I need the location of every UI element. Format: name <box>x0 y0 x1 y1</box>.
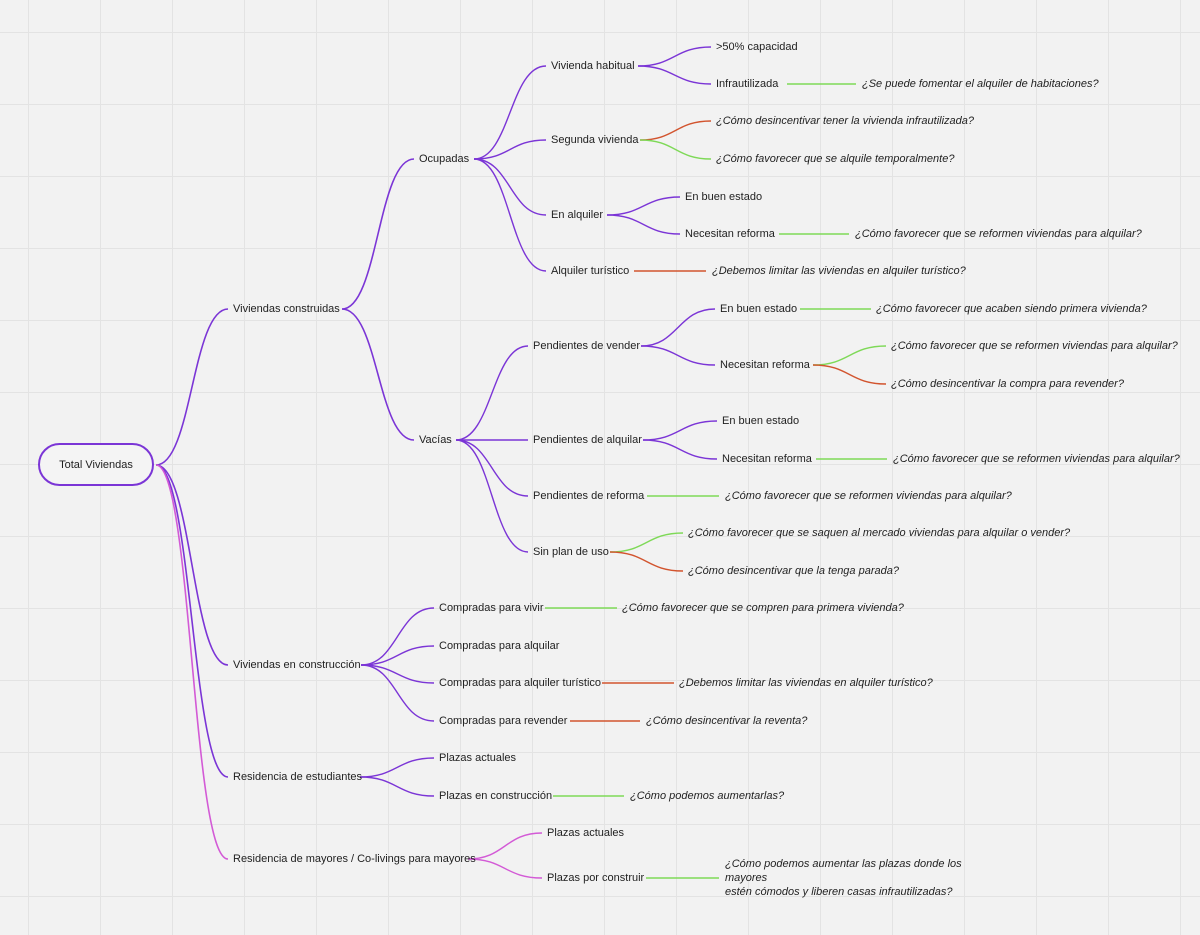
question-mayores[interactable]: ¿Cómo podemos aumentar las plazas donde … <box>725 857 995 899</box>
question-primera-vivienda[interactable]: ¿Cómo favorecer que acaben siendo primer… <box>876 303 1147 315</box>
edge-construccion-child-3 <box>360 664 435 722</box>
node-infrautilizada[interactable]: Infrautilizada <box>716 78 779 90</box>
edge-vender-buen-estado <box>640 308 716 347</box>
question-mayores-line2: estén cómodos y liberen casas infrautili… <box>725 886 953 898</box>
node-pendientes-reforma[interactable]: Pendientes de reforma <box>533 490 645 502</box>
question-habitaciones[interactable]: ¿Se puede fomentar el alquiler de habita… <box>862 78 1099 90</box>
node-vacias[interactable]: Vacías <box>419 434 452 446</box>
edge-vender-reforma-positive <box>812 345 887 366</box>
root-label: Total Viviendas <box>59 458 133 471</box>
question-reformen-alquiler-2[interactable]: ¿Cómo favorecer que se reformen vivienda… <box>891 340 1178 352</box>
edge-vacias-child-2 <box>455 439 529 497</box>
node-sin-plan-uso[interactable]: Sin plan de uso <box>533 546 609 558</box>
edge-construccion-child-2 <box>360 664 435 684</box>
edge-alquilar-reforma <box>642 439 718 460</box>
node-estudiantes-plazas-actuales[interactable]: Plazas actuales <box>439 752 517 764</box>
node-residencia-mayores[interactable]: Residencia de mayores / Co-livings para … <box>233 853 476 865</box>
edge-root-construidas <box>155 308 229 466</box>
edge-mayores-construir <box>467 858 543 879</box>
node-segunda-vivienda[interactable]: Segunda vivienda <box>551 134 639 146</box>
edge-vender-reforma <box>640 345 716 366</box>
question-tenga-parada[interactable]: ¿Cómo desincentivar que la tenga parada? <box>688 565 899 577</box>
question-saquen-mercado[interactable]: ¿Cómo favorecer que se saquen al mercado… <box>688 527 1071 539</box>
node-alquilar-necesitan-reforma[interactable]: Necesitan reforma <box>722 453 812 465</box>
node-compradas-revender[interactable]: Compradas para revender <box>439 715 568 727</box>
question-reventa[interactable]: ¿Cómo desincentivar la reventa? <box>646 715 808 727</box>
node-vivienda-habitual[interactable]: Vivienda habitual <box>551 60 635 72</box>
edge-sin-plan-positive <box>609 532 684 553</box>
edge-alquilar-buen-estado <box>642 420 718 441</box>
node-en-alquiler[interactable]: En alquiler <box>551 209 603 221</box>
edge-estudiantes-construccion <box>359 776 435 797</box>
question-desincentivar-compra[interactable]: ¿Cómo desincentivar la compra para reven… <box>891 378 1124 390</box>
node-estudiantes-plazas-construccion[interactable]: Plazas en construcción <box>439 790 553 802</box>
question-aumentarlas[interactable]: ¿Cómo podemos aumentarlas? <box>630 790 785 802</box>
node-capacidad[interactable]: >50% capacidad <box>716 41 798 53</box>
node-pendientes-alquilar[interactable]: Pendientes de alquilar <box>533 434 642 446</box>
question-reformen-alquiler-4[interactable]: ¿Cómo favorecer que se reformen vivienda… <box>725 490 1012 502</box>
node-alquiler-necesitan-reforma[interactable]: Necesitan reforma <box>685 228 775 240</box>
node-vender-necesitan-reforma[interactable]: Necesitan reforma <box>720 359 810 371</box>
node-alquilar-buen-estado[interactable]: En buen estado <box>722 415 800 427</box>
edge-vacias-child-3 <box>455 439 529 553</box>
question-limitar-turistico-1[interactable]: ¿Debemos limitar las viviendas en alquil… <box>712 265 966 277</box>
edge-mayores-actuales <box>467 832 543 860</box>
edge-segunda-positive <box>639 139 712 160</box>
node-compradas-alquilar[interactable]: Compradas para alquilar <box>439 640 560 652</box>
edge-sin-plan-negative <box>609 551 684 572</box>
node-alquiler-buen-estado[interactable]: En buen estado <box>685 191 763 203</box>
edge-vender-reforma-negative <box>812 364 887 385</box>
edge-habitual-capacidad <box>637 46 712 67</box>
node-mayores-plazas-actuales[interactable]: Plazas actuales <box>547 827 625 839</box>
question-limitar-turistico-2[interactable]: ¿Debemos limitar las viviendas en alquil… <box>679 677 933 689</box>
edge-ocupadas-child-3 <box>473 158 547 272</box>
node-ocupadas[interactable]: Ocupadas <box>419 153 470 165</box>
edge-construccion-child-1 <box>360 645 435 666</box>
node-mayores-plazas-construir[interactable]: Plazas por construir <box>547 872 645 884</box>
node-vender-buen-estado[interactable]: En buen estado <box>720 303 798 315</box>
node-compradas-vivir[interactable]: Compradas para vivir <box>439 602 544 614</box>
question-reformen-alquiler-3[interactable]: ¿Cómo favorecer que se reformen vivienda… <box>893 453 1180 465</box>
edge-ocupadas-child-2 <box>473 158 547 216</box>
edge-segunda-negative <box>639 120 712 141</box>
edge-ocupadas-child-0 <box>473 65 547 160</box>
node-viviendas-en-construccion[interactable]: Viviendas en construcción <box>233 659 361 671</box>
node-alquiler-turistico[interactable]: Alquiler turístico <box>551 265 630 277</box>
node-compradas-turistico[interactable]: Compradas para alquiler turístico <box>439 677 602 689</box>
edge-habitual-infrautilizada <box>637 65 712 85</box>
node-pendientes-vender[interactable]: Pendientes de vender <box>533 340 641 352</box>
edge-root-mayores <box>155 464 229 860</box>
question-mayores-line1: ¿Cómo podemos aumentar las plazas donde … <box>725 858 962 884</box>
root-node[interactable]: Total Viviendas <box>38 443 154 486</box>
node-viviendas-construidas[interactable]: Viviendas construidas <box>233 303 340 315</box>
edge-construidas-ocupadas <box>341 158 415 310</box>
edge-ocupadas-child-1 <box>473 139 547 160</box>
edge-alquiler-buen-estado <box>606 196 681 216</box>
question-reformen-alquiler-1[interactable]: ¿Cómo favorecer que se reformen vivienda… <box>855 228 1142 240</box>
edge-root-estudiantes <box>155 464 229 778</box>
question-alquile-temporal[interactable]: ¿Cómo favorecer que se alquile temporalm… <box>716 153 955 165</box>
edge-vacias-child-0 <box>455 345 529 441</box>
node-residencia-estudiantes[interactable]: Residencia de estudiantes <box>233 771 363 783</box>
edge-construccion-child-0 <box>360 607 435 666</box>
edge-root-construccion <box>155 464 229 666</box>
question-compren-primera[interactable]: ¿Cómo favorecer que se compren para prim… <box>622 602 904 614</box>
edge-alquiler-reforma <box>606 214 681 235</box>
question-desincentivar-infrautilizada[interactable]: ¿Cómo desincentivar tener la vivienda in… <box>716 115 975 127</box>
edge-estudiantes-actuales <box>359 757 435 778</box>
edge-construidas-vacias <box>341 308 415 441</box>
